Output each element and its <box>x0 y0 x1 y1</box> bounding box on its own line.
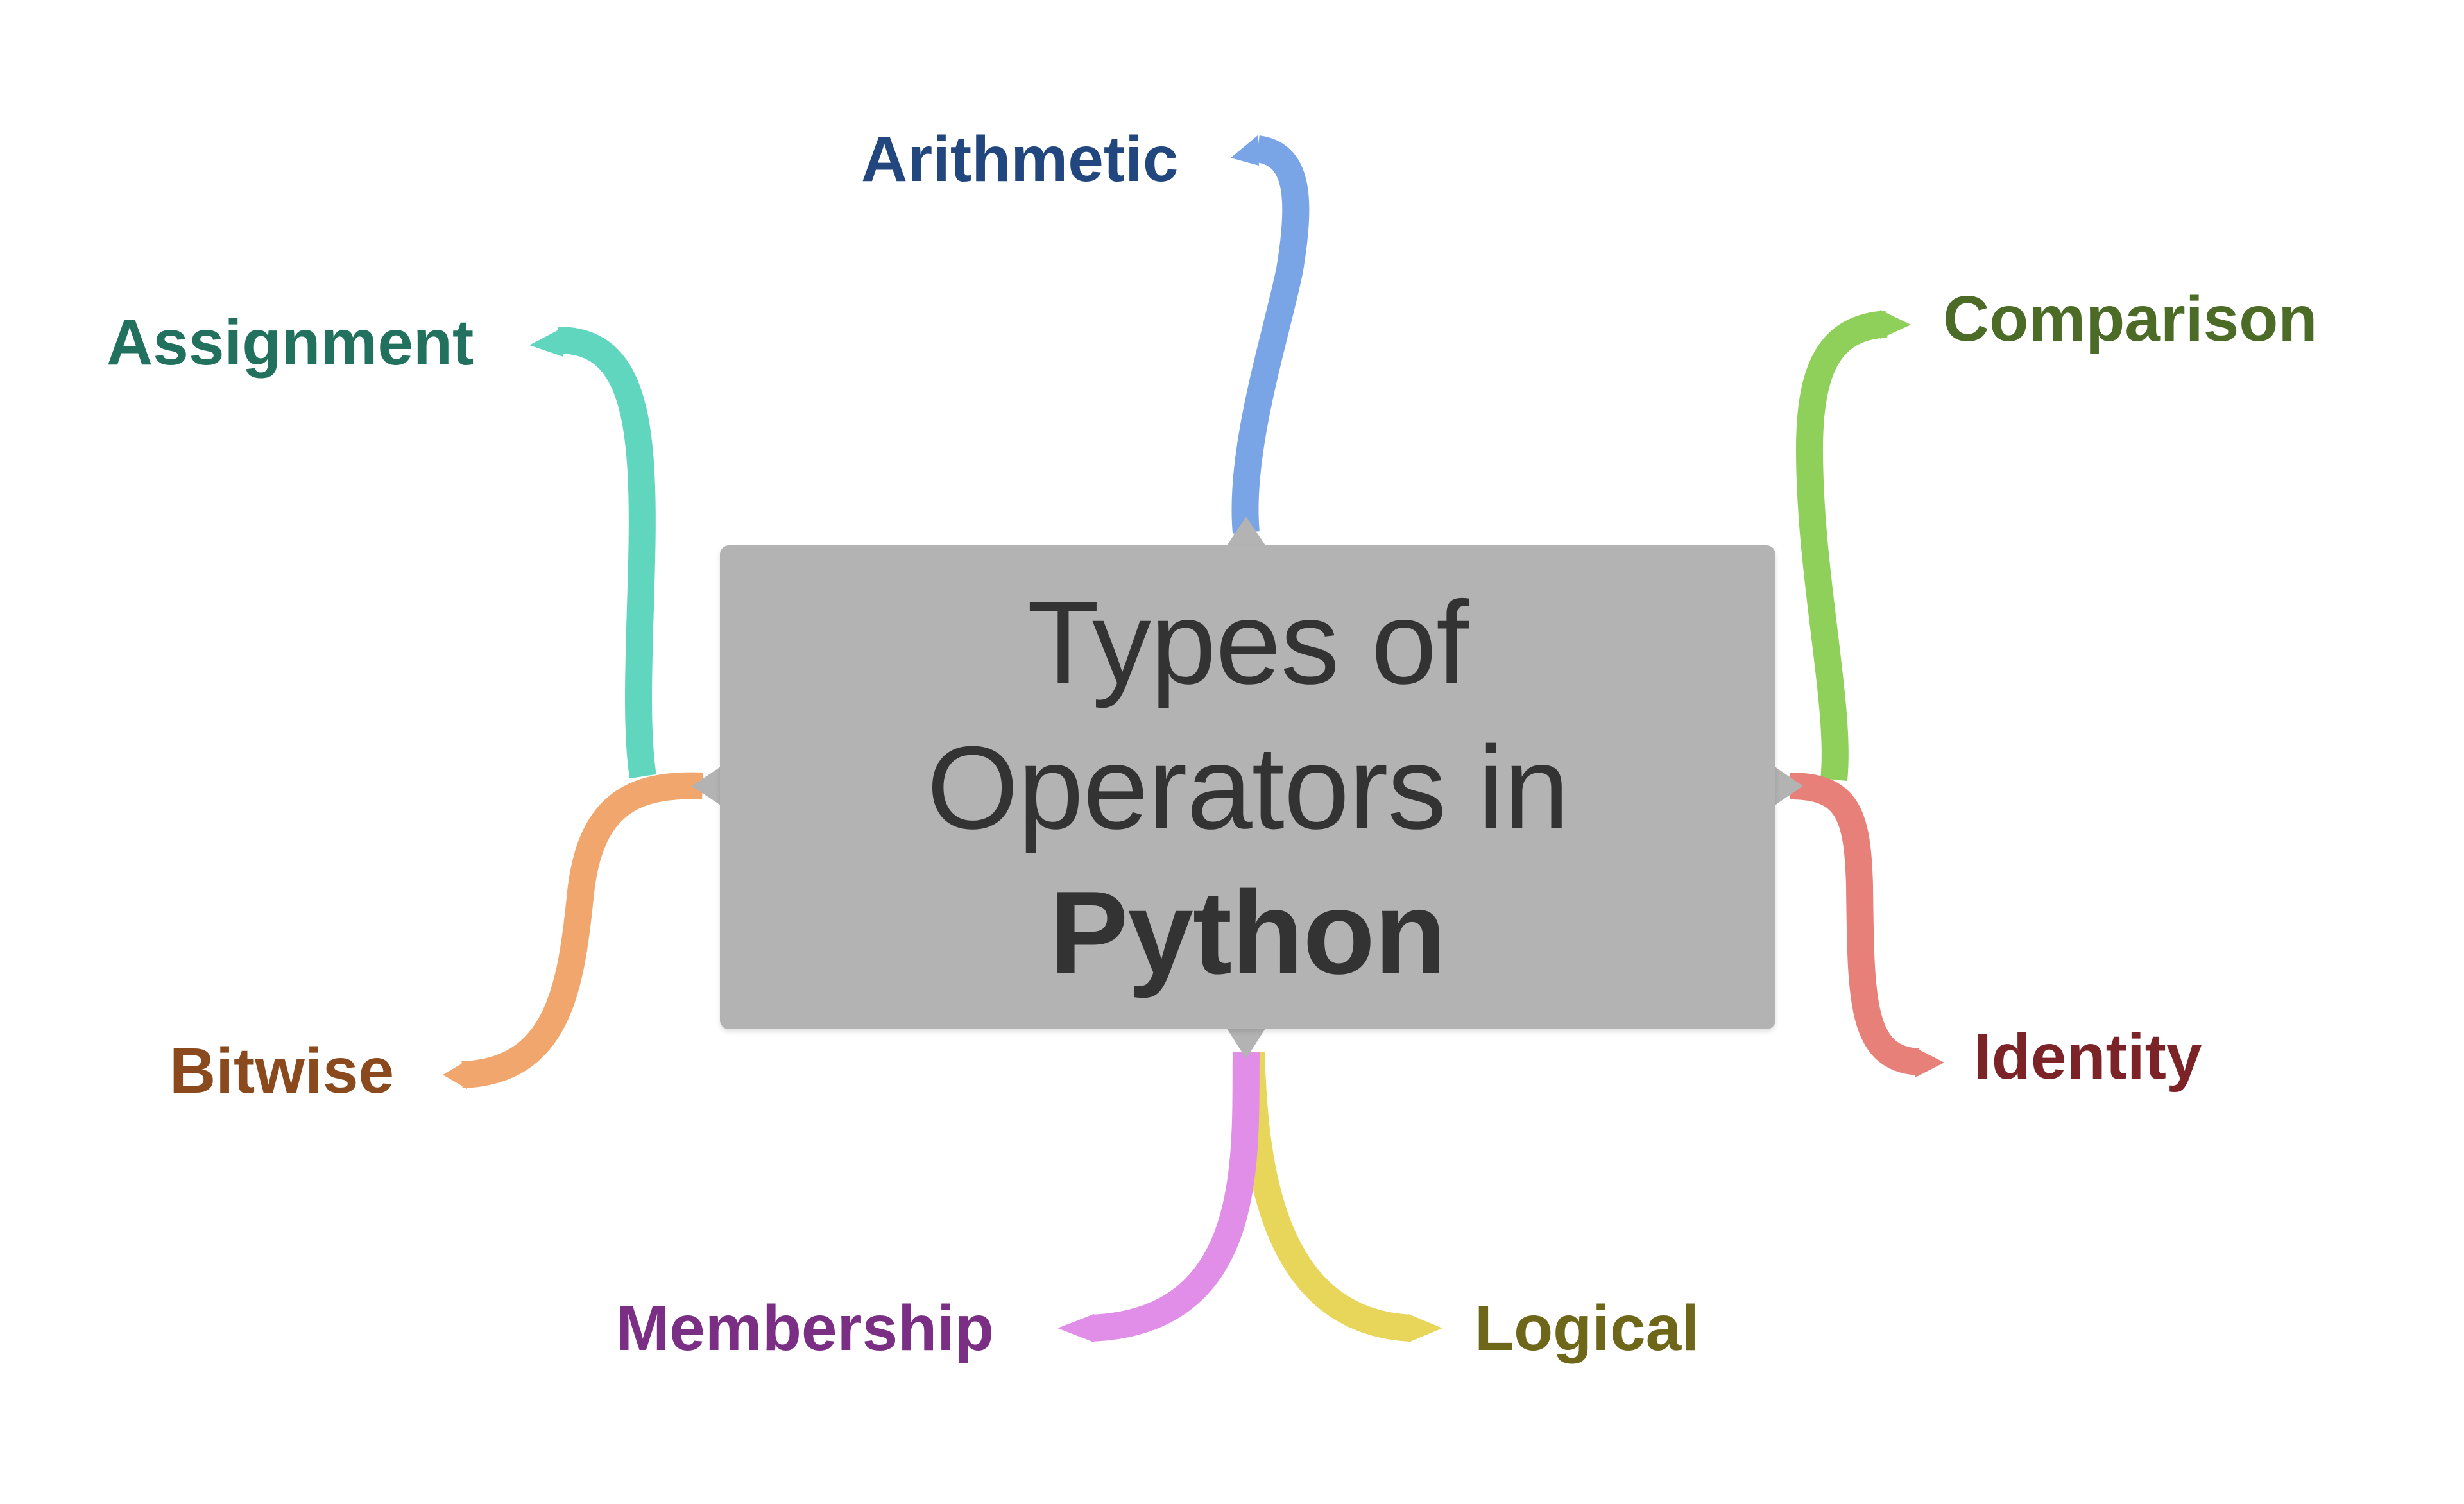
branch-logical-tip <box>1408 1314 1442 1342</box>
topic-arithmetic[interactable]: Arithmetic <box>861 123 1179 195</box>
central-topic[interactable]: Types of Operators in Python <box>720 545 1775 1029</box>
topic-membership[interactable]: Membership <box>616 1292 995 1364</box>
branch-comparison-tip <box>1880 310 1911 339</box>
branch-identity-tip <box>1915 1048 1944 1077</box>
topic-identity[interactable]: Identity <box>1974 1021 2202 1093</box>
connector-left <box>692 767 721 805</box>
central-topic-line-2: Operators in <box>927 721 1569 853</box>
connector-right <box>1775 767 1803 805</box>
branch-arithmetic-tip <box>1231 135 1259 166</box>
topic-comparison[interactable]: Comparison <box>1943 283 2318 355</box>
connector-bottom <box>1227 1029 1265 1059</box>
branch-bitwise <box>461 772 703 1088</box>
branch-assignment-tip <box>529 327 565 357</box>
branch-identity <box>1790 773 1921 1075</box>
topic-bitwise[interactable]: Bitwise <box>169 1035 395 1107</box>
branch-membership-tip <box>1057 1314 1094 1342</box>
connector-top <box>1227 517 1265 545</box>
branch-membership <box>1090 1052 1260 1342</box>
branch-arithmetic <box>1231 135 1310 534</box>
central-topic-line-3: Python <box>1049 866 1447 998</box>
branch-assignment <box>558 327 656 779</box>
branch-logical <box>1238 1052 1413 1342</box>
branch-bitwise-tip <box>443 1061 467 1089</box>
topic-assignment[interactable]: Assignment <box>107 307 474 379</box>
central-topic-line-1: Types of <box>1027 576 1469 708</box>
topic-logical[interactable]: Logical <box>1475 1292 1700 1364</box>
branch-comparison <box>1795 311 1888 782</box>
